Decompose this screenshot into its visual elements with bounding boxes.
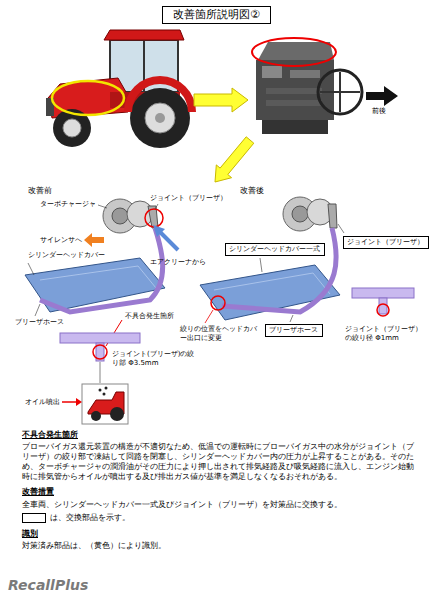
- direction-arrow: [366, 86, 398, 106]
- watermark: RecallPlus: [8, 576, 88, 594]
- legend-text: は、交換部品を示す。: [50, 513, 130, 523]
- direction-label: 前後: [372, 107, 386, 116]
- detail-note: ジョイント（ブリーザ）の絞り径 Φ1mm: [345, 325, 427, 343]
- body-text: 全車両、シリンダーヘッドカバー一式及びジョイント（ブリーザ）を対策品に交換する。: [22, 500, 414, 510]
- fault-label: 不具合発生箇所: [125, 312, 174, 321]
- replaced-part-box: ブリーザホース: [265, 324, 323, 337]
- change-note: 絞りの位置をヘッドカバー出口に変更: [180, 325, 260, 343]
- section-heading: 改善前: [28, 186, 52, 196]
- replaced-part-box: ジョイント（ブリーザ）: [343, 236, 429, 249]
- after-figure: [200, 197, 414, 323]
- body-text: ブローバイガス還元装置の構造が不適切なため、低温での運転時にブローバイガス中の水…: [22, 442, 414, 481]
- text-heading: 改善措置: [22, 487, 54, 497]
- yellow-arrow: [194, 88, 248, 112]
- before-figure: [25, 199, 178, 424]
- legend-row: は、交換部品を示す。: [22, 513, 130, 523]
- part-name: ブリーザホース: [269, 326, 319, 335]
- part-name: シリンダーヘッドカバー一式: [229, 245, 321, 254]
- part-name: ジョイント（ブリーザ）: [150, 194, 227, 203]
- part-name: ターボチャージャ: [40, 200, 96, 209]
- flow-label: サイレンサへ: [40, 236, 82, 245]
- symptom-label: オイル噴出: [25, 398, 60, 407]
- legend-swatch: [22, 513, 46, 523]
- title-box: 改善箇所説明図②: [162, 6, 271, 24]
- detail-note: ジョイント(ブリーザ)の絞り部 Φ3.5mm: [112, 350, 197, 368]
- body-text: 対策済み部品は、（黄色）により識別。: [22, 541, 414, 551]
- engine-figure: [252, 38, 362, 134]
- part-name: シリンダーヘッドカバー: [28, 251, 105, 260]
- text-heading: 不具合発生箇所: [22, 430, 78, 440]
- part-name: ブリーザホース: [15, 318, 64, 327]
- section-heading: 改善後: [240, 186, 264, 196]
- tractor-figure: [46, 30, 192, 148]
- text-heading: 識別: [22, 529, 38, 539]
- yellow-arrow: [215, 137, 254, 182]
- replaced-part-box: シリンダーヘッドカバー一式: [225, 243, 325, 256]
- part-name: ジョイント（ブリーザ）: [347, 238, 425, 247]
- flow-label: エアクリーナから: [150, 258, 206, 267]
